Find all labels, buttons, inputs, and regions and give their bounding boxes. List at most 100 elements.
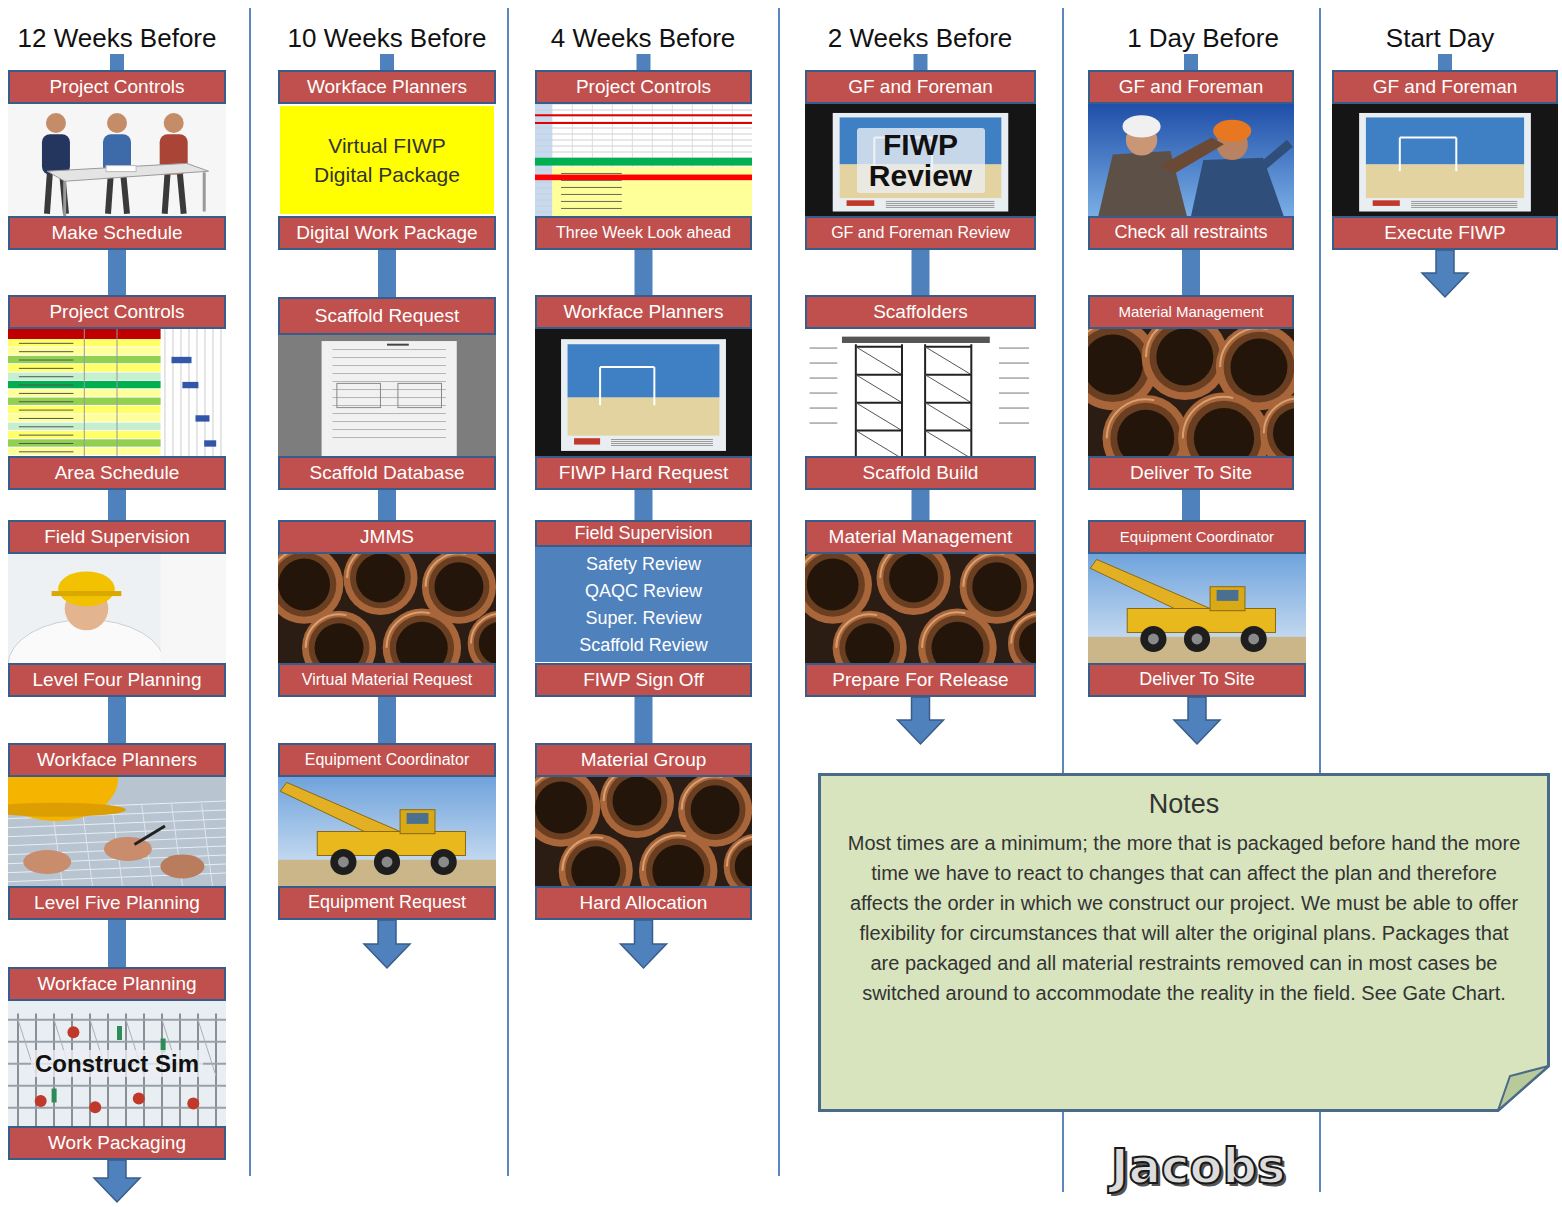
art-shape — [1230, 339, 1287, 396]
flow-connector — [378, 490, 396, 520]
card-picture — [535, 104, 752, 218]
art-shape — [1248, 634, 1259, 645]
box-text: Virtual FIWP Digital Package — [301, 131, 473, 190]
art-shape — [1399, 138, 1401, 172]
column-divider — [507, 8, 509, 1176]
art-shape — [180, 329, 181, 456]
art-shape — [886, 203, 995, 204]
art-shape — [8, 1085, 226, 1087]
art-shape — [164, 329, 165, 456]
art-shape — [19, 351, 74, 352]
art-shape — [396, 622, 448, 663]
gantt-picture — [8, 329, 226, 456]
art-shape — [571, 846, 620, 886]
art-shape — [925, 430, 971, 432]
art-shape — [836, 614, 877, 647]
activity-text: Level Four Planning — [33, 670, 202, 691]
flow-connector — [378, 250, 396, 297]
crane-picture — [1088, 554, 1306, 663]
role-text: Workface Planners — [307, 77, 467, 98]
art-shape — [1146, 329, 1193, 357]
activity-text: Make Schedule — [52, 223, 183, 244]
art-shape — [1107, 399, 1154, 438]
activity-bar: Check all restraints — [1088, 216, 1294, 250]
art-shape — [188, 329, 189, 456]
art-shape — [565, 840, 626, 886]
art-shape — [1014, 617, 1036, 663]
card-picture — [8, 1001, 226, 1126]
art-shape — [19, 443, 74, 444]
column-header: 2 Weeks Before — [828, 23, 1013, 54]
role-bar: Project Controls — [8, 70, 226, 104]
art-shape — [1217, 590, 1239, 601]
flow-arrow — [621, 920, 667, 968]
art-shape — [845, 623, 894, 663]
art-shape — [161, 554, 226, 663]
art-shape — [805, 104, 1036, 216]
art-shape — [8, 1001, 226, 1126]
role-text: Scaffold Request — [315, 306, 459, 327]
activity-card: Material ManagementPrepare For Release — [805, 520, 1036, 697]
art-shape — [856, 375, 902, 403]
art-shape — [58, 571, 115, 606]
art-shape — [810, 363, 838, 364]
art-shape — [1220, 329, 1267, 367]
company-logo: Jacobs — [1111, 1138, 1286, 1194]
art-shape — [468, 611, 496, 663]
art-shape — [387, 612, 430, 647]
art-shape — [8, 803, 126, 817]
art-shape — [8, 828, 226, 837]
art-shape — [652, 845, 704, 886]
box-text: QAQC Review — [585, 578, 702, 605]
sim-picture — [8, 1001, 226, 1126]
art-shape — [1149, 329, 1220, 392]
art-shape — [1019, 622, 1036, 663]
art-shape — [886, 205, 995, 206]
art-shape — [1191, 158, 1284, 216]
role-text: Project Controls — [49, 77, 184, 98]
picture-caption: FIWP Review — [857, 128, 985, 193]
card-picture — [535, 329, 752, 456]
art-shape — [970, 344, 972, 456]
art-shape — [84, 329, 85, 456]
art-shape — [343, 554, 417, 615]
art-shape — [877, 554, 951, 615]
art-shape — [23, 850, 71, 874]
card-picture — [0, 737, 226, 886]
role-bar: Scaffolders — [805, 295, 1036, 329]
art-shape — [810, 348, 838, 349]
art-shape — [810, 408, 838, 409]
role-text: Field Supervision — [44, 527, 190, 548]
art-shape — [1273, 408, 1294, 456]
header-stub — [380, 54, 394, 70]
art-shape — [117, 1026, 122, 1040]
art-shape — [333, 437, 446, 438]
art-shape — [19, 435, 74, 436]
activity-bar: Prepare For Release — [805, 663, 1036, 697]
activity-text: FIWP Sign Off — [583, 670, 704, 691]
art-shape — [356, 554, 405, 602]
column-header: 12 Weeks Before — [18, 23, 217, 54]
art-shape — [922, 612, 965, 647]
role-bar: Project Controls — [8, 295, 226, 329]
art-shape — [730, 840, 752, 886]
art-shape — [856, 347, 902, 375]
box-text: Super. Review — [585, 605, 701, 632]
art-shape — [999, 348, 1029, 349]
role-text: Material Group — [581, 750, 707, 771]
art-shape — [925, 374, 971, 376]
art-shape — [535, 122, 752, 124]
art-shape — [187, 1098, 199, 1110]
notes-sheet — [820, 775, 1549, 1111]
art-shape — [431, 849, 457, 875]
art-shape — [963, 554, 1004, 587]
sheet-picture — [535, 104, 752, 216]
art-shape — [535, 128, 752, 129]
art-shape — [172, 357, 192, 363]
role-text: Workface Planners — [563, 302, 723, 323]
art-shape — [856, 431, 902, 456]
art-shape — [855, 344, 857, 456]
art-shape — [330, 849, 356, 875]
art-shape — [561, 194, 622, 195]
art-shape — [1411, 201, 1517, 202]
